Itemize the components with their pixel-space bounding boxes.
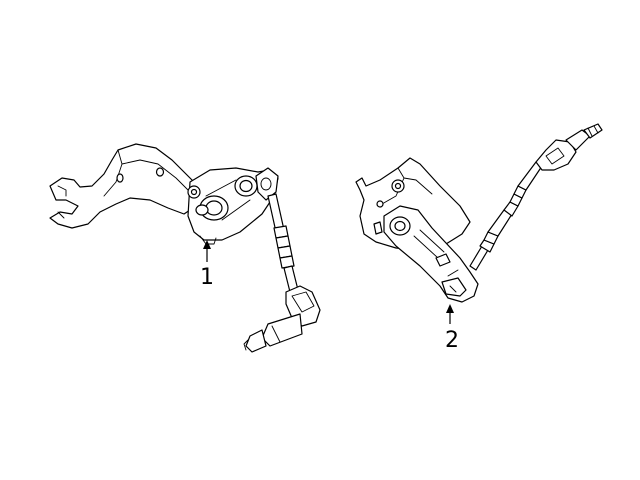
part-1-sensor-assembly: 1 xyxy=(49,143,321,353)
callout-1-arrowhead xyxy=(203,240,211,249)
callout-1-label: 1 xyxy=(200,265,214,290)
part-1-sensor-body xyxy=(187,167,279,245)
callout-2-label: 2 xyxy=(445,328,459,353)
part-1-bracket xyxy=(49,143,203,229)
part-2-linkage-rod xyxy=(469,161,543,271)
part-2-sensor-assembly: 2 xyxy=(355,123,603,353)
callout-2-arrowhead xyxy=(446,304,454,313)
part-1-linkage-rod xyxy=(267,193,299,293)
callout-1: 1 xyxy=(200,240,214,290)
part-2-sensor-body xyxy=(383,205,479,303)
callout-2: 2 xyxy=(445,304,459,353)
part-2-connector xyxy=(535,123,603,171)
part-1-connector-elbow xyxy=(243,285,321,353)
